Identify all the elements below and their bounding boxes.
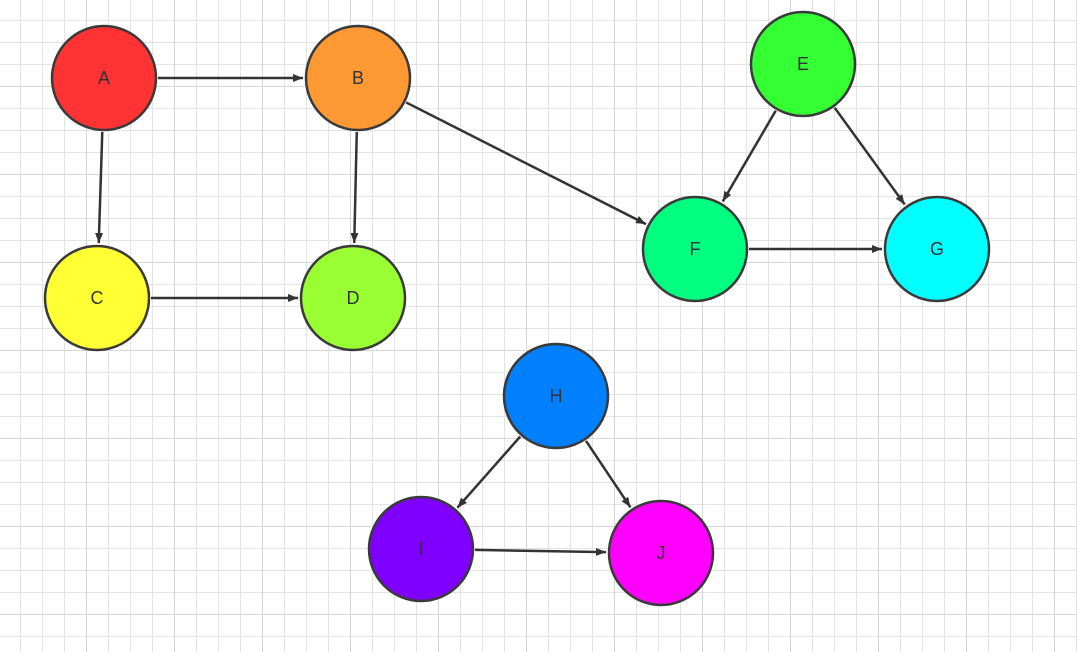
node-label-a: A xyxy=(98,68,110,88)
node-circle-f xyxy=(641,195,749,303)
node-label-b: B xyxy=(352,68,364,88)
edge-a-to-c xyxy=(95,131,104,244)
node-label-g: G xyxy=(930,239,944,259)
node-circle-e xyxy=(749,10,857,118)
edge-b-to-d xyxy=(350,131,359,244)
edge-e-to-g xyxy=(833,106,906,206)
node-label-j: J xyxy=(657,543,666,563)
node-circle-j xyxy=(607,499,715,607)
node-e: E xyxy=(749,10,857,118)
node-label-d: D xyxy=(347,288,360,308)
node-circle-i xyxy=(367,495,475,603)
edge-h-to-j xyxy=(584,440,632,508)
node-i: I xyxy=(367,495,475,603)
edge-i-to-j xyxy=(474,547,607,556)
node-label-c: C xyxy=(91,288,104,308)
node-c: C xyxy=(43,244,151,352)
edge-h-to-i xyxy=(456,435,522,509)
node-circle-b xyxy=(304,24,412,132)
node-a: A xyxy=(50,24,158,132)
edge-b-to-f xyxy=(405,101,647,226)
edges-layer xyxy=(95,74,906,556)
node-circle-c xyxy=(43,244,151,352)
node-h: H xyxy=(502,342,610,450)
node-b: B xyxy=(304,24,412,132)
node-j: J xyxy=(607,499,715,607)
nodes-layer: A B C D E F G H I J xyxy=(43,10,991,607)
node-g: G xyxy=(883,195,991,303)
node-circle-g xyxy=(883,195,991,303)
node-circle-h xyxy=(502,342,610,450)
node-circle-a xyxy=(50,24,158,132)
node-circle-d xyxy=(299,244,407,352)
node-f: F xyxy=(641,195,749,303)
edge-e-to-f xyxy=(721,110,777,203)
node-d: D xyxy=(299,244,407,352)
node-label-h: H xyxy=(550,386,563,406)
node-label-i: I xyxy=(418,539,423,559)
node-label-e: E xyxy=(797,54,809,74)
node-label-f: F xyxy=(690,239,701,259)
